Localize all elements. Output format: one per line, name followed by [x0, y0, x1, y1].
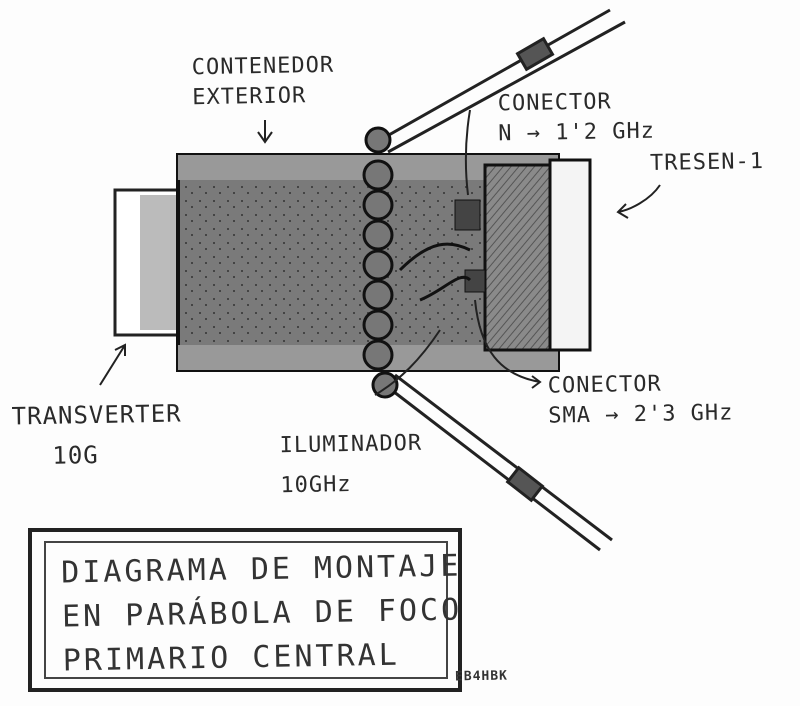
- title-line: DIAGRAMA DE MONTAJE: [60, 548, 462, 591]
- label-illuminator: ILUMINADOR 10GHz: [279, 424, 423, 506]
- label-line: CONECTOR: [547, 371, 662, 399]
- n-connector: [454, 199, 481, 231]
- label-container: CONTENEDOR EXTERIOR: [191, 51, 335, 113]
- title-line: EN PARÁBOLA DE FOCO: [61, 592, 463, 635]
- label-connector-sma: CONECTOR SMA → 2'3 GHz: [547, 368, 734, 431]
- label-line: 10G: [52, 440, 99, 470]
- label-line: 10GHz: [280, 471, 352, 499]
- title-box-text: DIAGRAMA DE MONTAJE EN PARÁBOLA DE FOCO …: [61, 545, 463, 684]
- title-line: PRIMARIO CENTRAL: [62, 637, 401, 679]
- label-connector-n: CONECTOR N → 1'2 GHz: [497, 87, 656, 150]
- label-line: EXTERIOR: [192, 83, 307, 111]
- label-line: CONTENEDOR: [191, 52, 335, 81]
- label-tresen: TRESEN-1: [649, 149, 765, 176]
- label-line: TRANSVERTER: [11, 399, 182, 431]
- annotation-arrows: [99, 109, 661, 396]
- label-line: N → 1'2 GHz: [498, 118, 656, 147]
- sma-connector: [464, 269, 486, 293]
- support-arm-top: [379, 8, 626, 154]
- tresen-box: [483, 163, 557, 352]
- container-end-cap: [548, 158, 592, 352]
- label-line: CONECTOR: [497, 89, 612, 117]
- illuminator-chain: [362, 126, 399, 399]
- author-signature: EB4HBK: [454, 668, 509, 685]
- label-line: ILUMINADOR: [279, 430, 423, 459]
- title-frame: [28, 528, 462, 692]
- label-transverter: TRANSVERTER 10G: [11, 394, 182, 477]
- support-arm-bottom: [384, 373, 613, 552]
- label-line: SMA → 2'3 GHz: [548, 400, 734, 429]
